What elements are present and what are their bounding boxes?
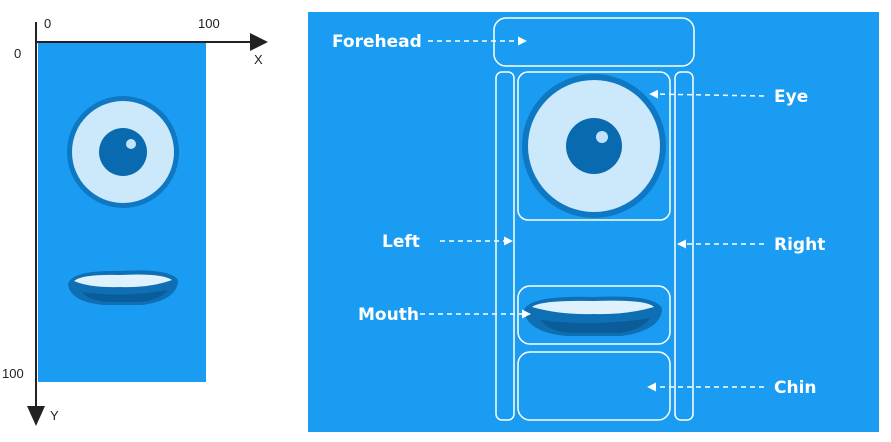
y-axis-start-tick: 0 — [14, 46, 21, 61]
y-axis-label: Y — [50, 408, 59, 423]
left-label: Left — [382, 232, 420, 252]
mouth-label: Mouth — [358, 305, 419, 325]
right-region — [674, 71, 694, 421]
eye-arrow — [649, 89, 765, 99]
eye-label: Eye — [774, 87, 808, 107]
forehead-label: Forehead — [332, 32, 422, 52]
x-axis-label: X — [254, 52, 263, 67]
chin-label: Chin — [774, 378, 817, 398]
regions-figure: Forehead Eye Left Right Mouth Chin — [308, 12, 879, 432]
eye-icon — [522, 74, 666, 218]
x-axis-end-tick: 100 — [198, 16, 220, 31]
mouth-icon — [524, 296, 662, 336]
chin-region — [517, 351, 671, 421]
eye-icon — [67, 96, 179, 208]
right-label: Right — [774, 235, 825, 255]
mouth-region — [517, 285, 671, 345]
left-region — [495, 71, 515, 421]
mouth-icon — [68, 270, 178, 305]
face-body — [38, 42, 206, 382]
x-axis-start-tick: 0 — [44, 16, 51, 31]
y-axis-end-tick: 100 — [2, 366, 24, 381]
forehead-region — [493, 17, 695, 67]
coordinate-figure: 0 100 X 0 100 Y — [2, 16, 268, 426]
eye-region — [517, 71, 671, 221]
